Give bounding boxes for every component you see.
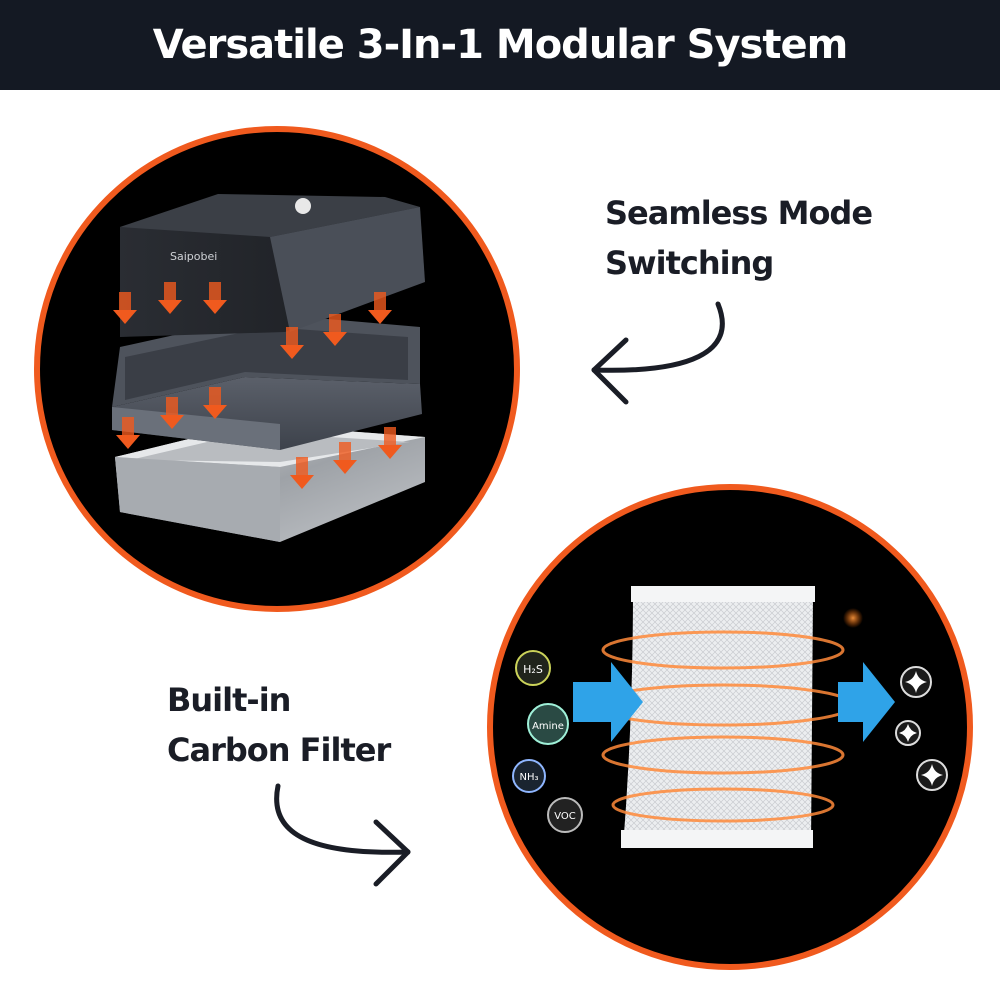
carbon-filter-image: H₂S Amine NH₃ VOC	[487, 484, 973, 970]
brand-logo: Saipobei	[170, 250, 217, 263]
header-banner: Versatile 3-In-1 Modular System	[0, 0, 1000, 90]
feature-mode-switching-label: Seamless Mode Switching	[605, 194, 873, 282]
grey-base	[112, 314, 422, 450]
airflow-out-arrow	[838, 662, 895, 742]
curved-arrow-right-icon	[268, 780, 418, 895]
odor-h2s: H₂S	[523, 663, 543, 676]
odor-amine: Amine	[532, 721, 564, 732]
sparkle-icon	[895, 666, 948, 791]
top-cover: Saipobei	[120, 194, 425, 337]
odor-nh3: NH₃	[519, 772, 538, 783]
airflow-in-arrow	[573, 662, 643, 742]
curved-arrow-left-icon	[588, 298, 738, 413]
page-title: Versatile 3-In-1 Modular System	[152, 22, 849, 68]
feature-carbon-filter-label: Built-in Carbon Filter	[167, 681, 391, 769]
modular-system-image: Saipobei	[34, 126, 520, 612]
odor-voc: VOC	[554, 811, 576, 822]
carbon-filter-bag	[621, 586, 815, 848]
